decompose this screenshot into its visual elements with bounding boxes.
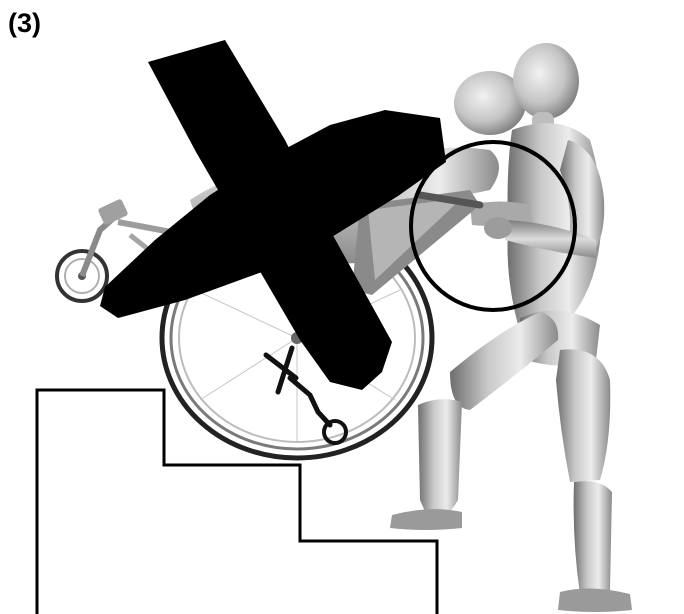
- tipping-lever-foot: [324, 421, 346, 443]
